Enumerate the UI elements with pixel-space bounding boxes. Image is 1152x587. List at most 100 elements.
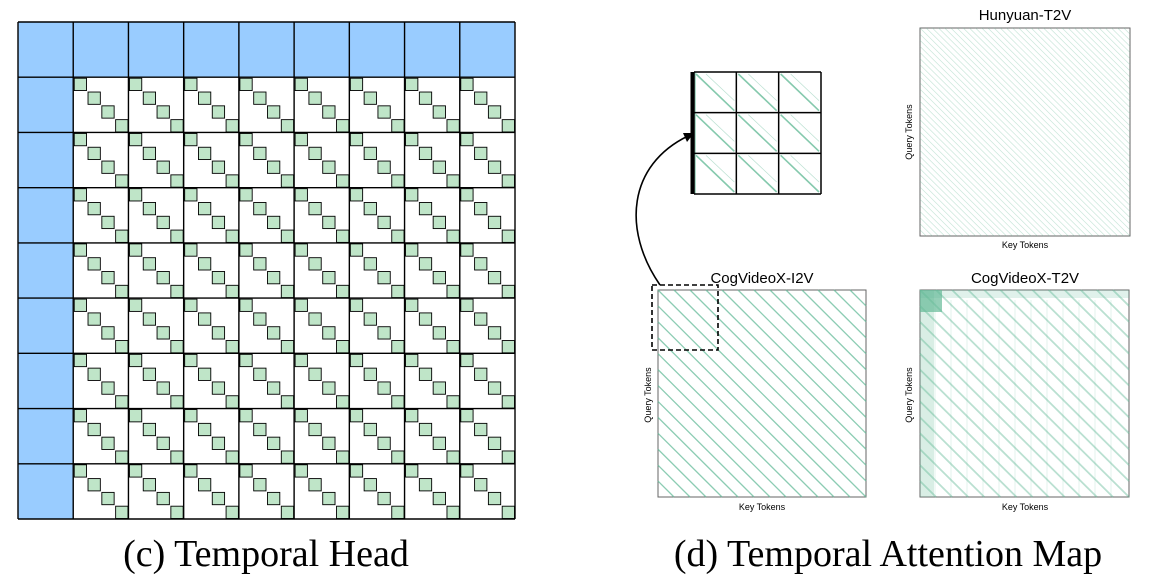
attention-stripe: [1064, 289, 1130, 355]
diagonal-block: [280, 450, 295, 464]
diagonal-block: [501, 505, 515, 519]
diagonal-block: [267, 160, 281, 174]
attention-stripe: [785, 289, 867, 371]
attention-stripe: [919, 368, 1050, 498]
attention-stripe: [981, 27, 1131, 176]
diagonal-block: [501, 450, 515, 464]
diagonal-block: [211, 326, 226, 340]
diagonal-block: [432, 160, 446, 174]
diagonal-block: [474, 91, 488, 105]
diagonal-block: [405, 409, 419, 423]
diagonal-block: [211, 491, 226, 506]
diagonal-block: [446, 505, 460, 519]
diagonal-block: [87, 312, 101, 326]
cogvideox-t2v-ylabel: Query Tokens: [904, 367, 914, 423]
diagonal-block: [225, 174, 239, 188]
diagonal-block: [294, 188, 308, 202]
diagonal-block: [280, 340, 295, 354]
diagonal-block: [405, 188, 419, 202]
diagonal-block: [156, 160, 170, 174]
diagonal-block: [170, 450, 184, 464]
attention-stripe: [919, 39, 1118, 237]
temporal-attention-panel: Hunyuan-T2V Key Tokens Query Tokens CogV…: [635, 7, 1131, 575]
diagonal-block: [405, 298, 419, 312]
diagonal-block: [156, 436, 170, 450]
diagonal-block: [280, 119, 295, 133]
attention-stripe: [705, 289, 867, 450]
diagonal-block: [280, 174, 295, 188]
attention-stripe: [919, 70, 1088, 237]
attention-stripe: [919, 156, 1001, 237]
diagonal-block: [170, 395, 184, 409]
diagonal-block: [267, 271, 281, 285]
diagonal-block: [391, 395, 405, 409]
inset-stripe: [790, 73, 820, 101]
diagonal-block: [349, 188, 364, 202]
attention-stripe: [919, 211, 945, 237]
diagonal-block: [156, 381, 170, 395]
diagonal-block: [101, 436, 115, 450]
attention-stripe: [919, 305, 1114, 498]
diagonal-block: [460, 298, 474, 312]
diagonal-block: [73, 188, 87, 202]
header-row-cell: [238, 22, 295, 78]
cogvideox-i2v-attention-pattern: [657, 289, 867, 498]
cogvideox-t2v-title: CogVideoX-T2V: [971, 270, 1079, 287]
diagonal-block: [294, 353, 308, 368]
diagonal-block: [501, 340, 515, 354]
diagonal-block: [336, 174, 350, 188]
diagonal-block: [239, 298, 253, 312]
inset-stripe: [737, 154, 778, 193]
attention-stripe: [737, 289, 867, 418]
diagonal-block: [239, 243, 253, 257]
attention-stripe: [919, 186, 970, 237]
diagonal-block: [211, 271, 226, 285]
diagonal-block: [211, 381, 226, 395]
diagonal-block: [280, 229, 295, 243]
diagonal-block: [128, 409, 143, 423]
diagonal-block: [405, 243, 419, 257]
attention-stripe: [993, 27, 1131, 163]
diagonal-block: [446, 284, 460, 299]
attention-stripe: [817, 289, 867, 339]
attention-stripe: [657, 321, 835, 498]
attention-stripe: [925, 27, 1131, 231]
hunyuan-t2v-frame: [919, 27, 1131, 237]
diagonal-block: [142, 422, 157, 437]
attention-stripe: [769, 289, 867, 386]
diagonal-block: [211, 160, 226, 174]
diagonal-block: [377, 381, 391, 395]
diagonal-block: [267, 436, 281, 450]
diagonal-block: [87, 146, 101, 161]
attention-stripe: [919, 229, 927, 237]
attention-stripe: [919, 448, 969, 498]
diagonal-block: [446, 229, 460, 243]
diagonal-block: [377, 271, 391, 285]
attention-stripe: [944, 27, 1131, 212]
diagonal-block: [377, 326, 391, 340]
diagonal-block: [115, 395, 129, 409]
diagonal-block: [128, 77, 143, 91]
attention-stripe: [919, 480, 937, 498]
attention-stripe: [1031, 289, 1130, 387]
attention-stripe: [753, 289, 867, 402]
hunyuan-t2v-attention-pattern: [919, 27, 1131, 237]
attention-stripe: [932, 27, 1131, 225]
diagonal-block: [363, 312, 377, 326]
diagonal-block: [322, 491, 336, 506]
attention-stripe: [1012, 27, 1131, 145]
cogvideox-i2v-attention-map: CogVideoX-I2V Key Tokens Query Tokens: [643, 270, 867, 512]
attention-stripe: [657, 464, 691, 498]
diagonal-block: [211, 105, 226, 119]
attention-stripe: [919, 337, 1082, 498]
diagonal-block: [294, 132, 308, 147]
diagonal-block: [446, 450, 460, 464]
attention-stripe: [919, 101, 1057, 237]
diagonal-block: [308, 422, 322, 437]
diagonal-block: [308, 367, 322, 381]
attention-stripe: [1024, 27, 1131, 133]
attention-stripe: [919, 58, 1100, 237]
header-row-cell: [183, 22, 239, 78]
attention-stripe: [1105, 27, 1131, 53]
